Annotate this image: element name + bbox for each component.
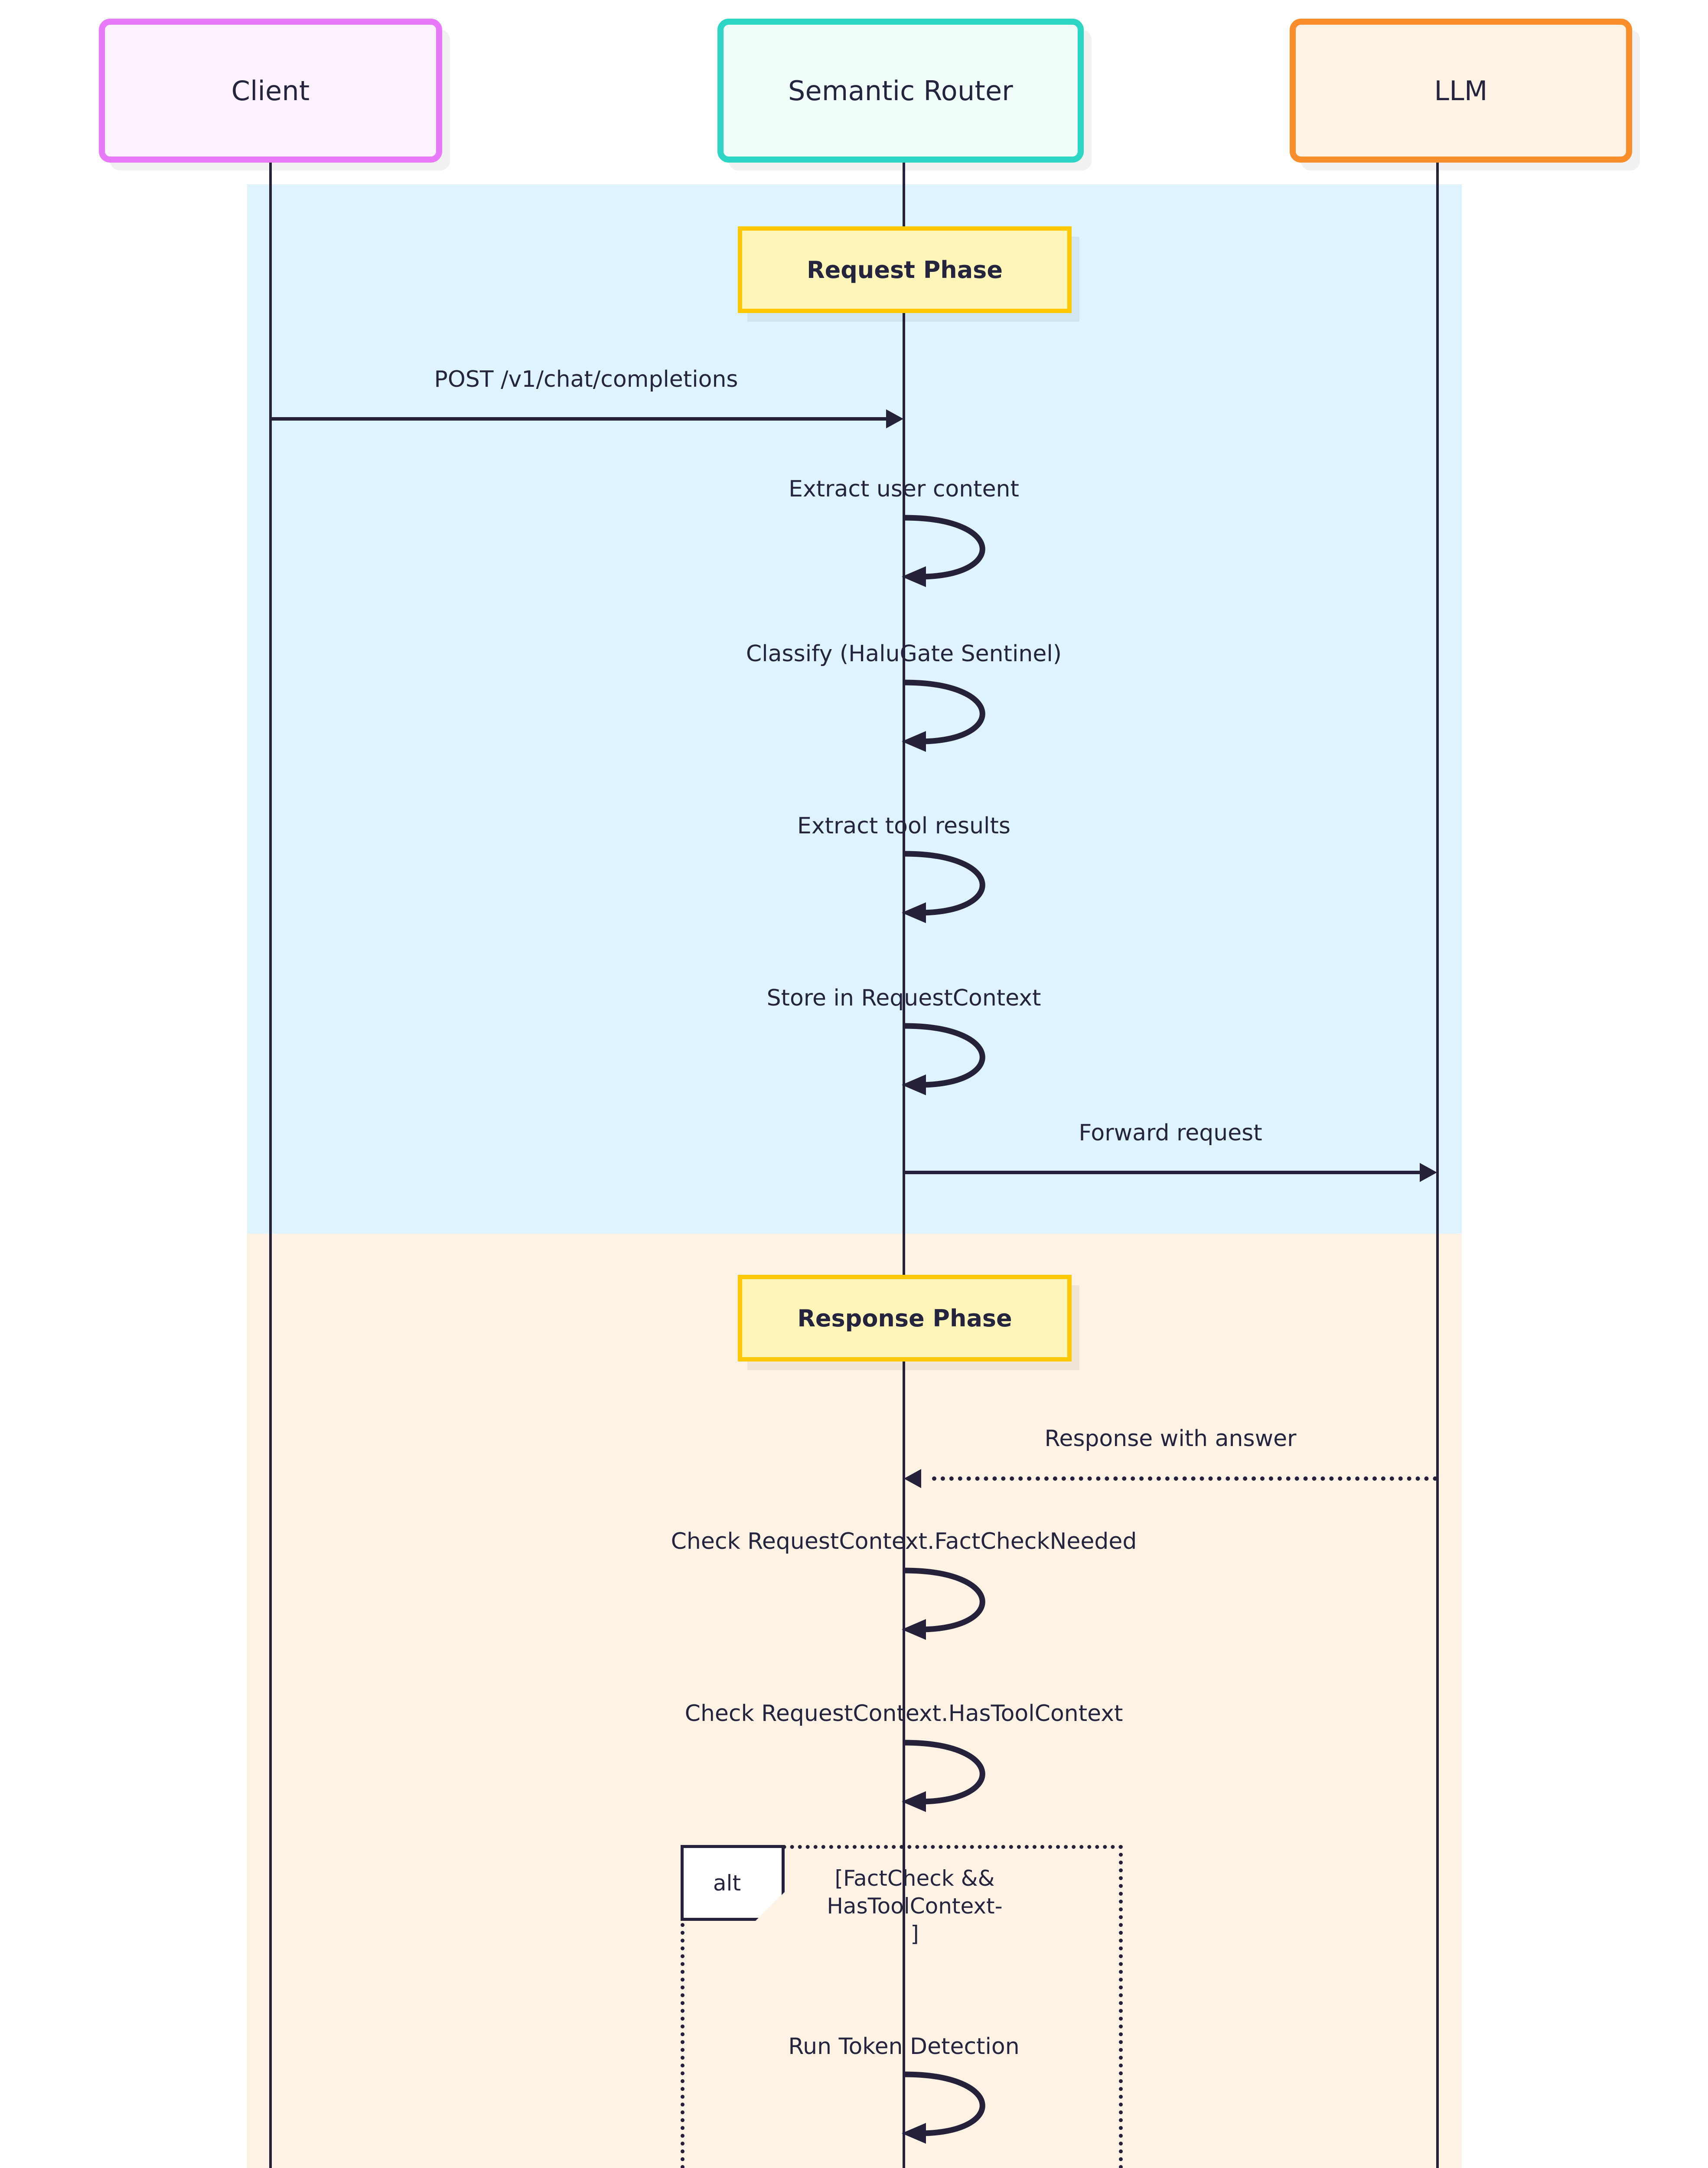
lifeline-router: [903, 163, 905, 2168]
request-phase-band: [247, 184, 1462, 1234]
lifeline-llm: [1436, 163, 1439, 2168]
message-label-m7: Response with answer: [1044, 1426, 1297, 1452]
message-line-m7: [932, 1476, 1437, 1481]
message-label-m8: Check RequestContext.FactCheckNeeded: [671, 1528, 1137, 1554]
participant-client-top[interactable]: Client: [99, 19, 442, 163]
alt-branch1-condition: [FactCheck && HasToolContext- ]: [827, 1866, 1003, 1946]
self-loop-m3: [902, 679, 985, 752]
message-label-m10: Run Token Detection: [788, 2034, 1020, 2060]
message-label-m4: Extract tool results: [797, 813, 1010, 839]
self-loop-m4: [902, 851, 985, 923]
self-loop-m8: [902, 1567, 985, 1640]
message-arrowhead-m1: [886, 409, 903, 428]
self-loop-m10: [902, 2071, 985, 2144]
lifeline-client: [269, 163, 272, 2168]
message-arrowhead-m7: [904, 1469, 921, 1488]
message-label-m2: Extract user content: [789, 476, 1019, 502]
participant-client-top-label: Client: [231, 75, 310, 107]
note-request-phase: Request Phase: [738, 226, 1072, 313]
self-loop-m2: [902, 515, 985, 587]
response-phase-band: [247, 1234, 1462, 2168]
message-label-m1: POST /v1/chat/completions: [434, 366, 738, 392]
message-line-m6: [904, 1171, 1420, 1174]
note-response-phase-label: Response Phase: [797, 1304, 1012, 1332]
message-line-m1: [271, 417, 886, 421]
message-label-m6: Forward request: [1079, 1120, 1262, 1146]
participant-llm-top-label: LLM: [1434, 75, 1488, 107]
alt-fragment-tag: alt: [681, 1845, 785, 1921]
self-loop-m5: [902, 1023, 985, 1095]
alt-fragment-tag-label: alt: [713, 1870, 741, 1896]
self-loop-m9: [902, 1740, 985, 1812]
message-label-m5: Store in RequestContext: [766, 985, 1041, 1011]
message-arrowhead-m6: [1420, 1163, 1437, 1182]
participant-llm-top[interactable]: LLM: [1290, 19, 1632, 163]
note-request-phase-label: Request Phase: [807, 256, 1003, 284]
message-label-m3: Classify (HaluGate Sentinel): [746, 641, 1062, 667]
message-label-m9: Check RequestContext.HasToolContext: [685, 1701, 1123, 1727]
alt-fragment-box: [681, 1845, 1123, 2168]
participant-router-top[interactable]: Semantic Router: [717, 19, 1084, 163]
participant-router-top-label: Semantic Router: [788, 75, 1013, 107]
note-response-phase: Response Phase: [738, 1275, 1072, 1362]
